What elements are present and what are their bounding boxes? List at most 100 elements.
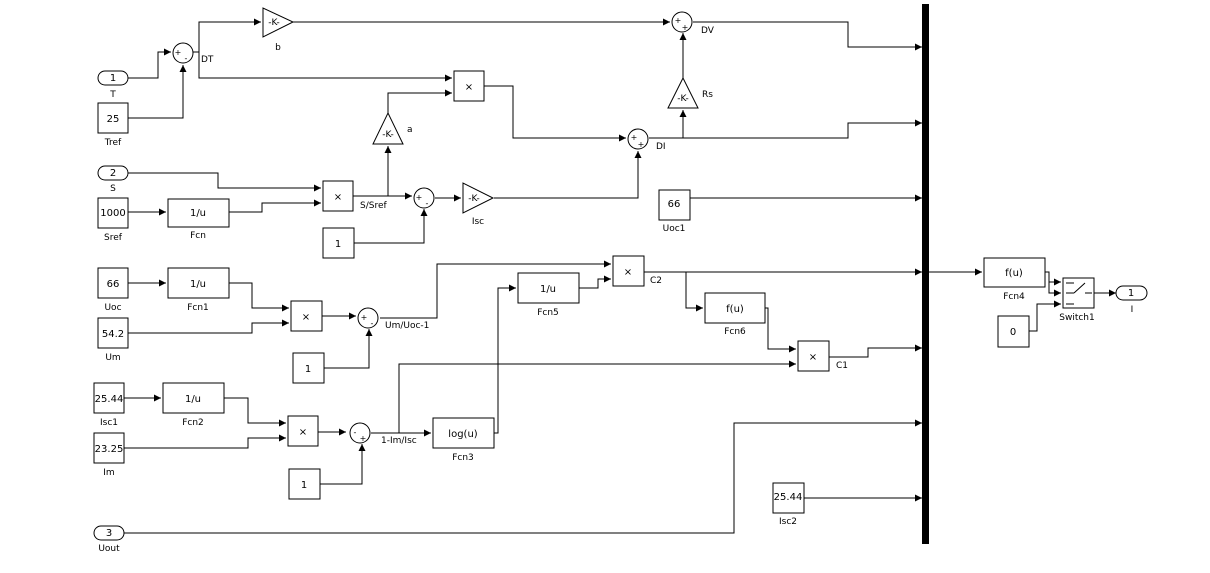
constant-sref-value: 1000 (100, 208, 125, 219)
constant-im-label: Im (103, 468, 114, 478)
constant-one-3-value: 1 (301, 480, 307, 491)
constant-uoc[interactable]: 66 Uoc (97, 267, 129, 313)
switch1-block[interactable]: Switch1 (1059, 277, 1095, 323)
fcn2-label: Fcn2 (182, 418, 204, 428)
gain-isc-symbol: -K- (468, 194, 479, 204)
constant-isc1[interactable]: 25.44 Isc1 (93, 382, 125, 428)
gain-rs-label: Rs (702, 90, 713, 100)
product-block-c1[interactable]: × (797, 340, 830, 372)
signal-label-c1: C1 (836, 361, 848, 371)
signal-label-s-sref: S/Sref (360, 201, 387, 211)
sum-dv-plus-2: + (682, 23, 689, 32)
fcn5-label: Fcn5 (537, 308, 559, 318)
fcn-block[interactable]: 1/u Fcn (167, 198, 230, 241)
product-block-1[interactable]: × (453, 70, 485, 102)
constant-one-1[interactable]: 1 (322, 227, 355, 259)
fcn4-block[interactable]: f(u) Fcn4 (983, 257, 1046, 302)
sum-di[interactable]: + + (627, 128, 649, 150)
sum-im-minus: - (354, 428, 357, 437)
fcn4-label: Fcn4 (1003, 292, 1025, 302)
constant-zero[interactable]: 0 (997, 315, 1030, 348)
gain-rs[interactable]: -K- Rs (667, 76, 713, 109)
signal-label-c2: C2 (650, 276, 662, 286)
switch1-label: Switch1 (1059, 313, 1094, 323)
sum-di-plus-2: + (638, 140, 645, 149)
sum-s-sref[interactable]: + - (413, 187, 435, 209)
constant-isc2-value: 25.44 (774, 492, 803, 503)
sum-im-plus: + (360, 434, 367, 443)
sum-dv-plus-1: + (675, 16, 682, 25)
sum-dt-plus: + (175, 48, 182, 57)
product-3-symbol: × (302, 312, 310, 323)
fcn2-block[interactable]: 1/u Fcn2 (162, 382, 225, 428)
constant-uoc1[interactable]: 66 Uoc1 (658, 189, 691, 234)
constant-um[interactable]: 54.2 Um (97, 317, 129, 363)
constant-um-value: 54.2 (102, 329, 124, 340)
gain-isc-label: Isc (472, 217, 484, 227)
gain-isc[interactable]: -K- Isc (462, 182, 495, 227)
fcn3-block[interactable]: log(u) Fcn3 (432, 417, 495, 463)
sum-s-minus: - (426, 199, 429, 208)
fcn6-label: Fcn6 (724, 327, 746, 337)
mux-bus-bar[interactable] (922, 4, 929, 544)
constant-one-2[interactable]: 1 (292, 352, 325, 384)
constant-isc2[interactable]: 25.44 Isc2 (772, 482, 805, 527)
fcn6-expr: f(u) (726, 304, 744, 315)
constant-sref[interactable]: 1000 Sref (97, 197, 129, 243)
fcn4-expr: f(u) (1005, 268, 1023, 279)
gain-a-symbol: -K- (382, 130, 393, 140)
outport-i[interactable]: 1 I (1115, 285, 1148, 315)
inport-uout-label: Uout (98, 544, 120, 554)
constant-one-1-value: 1 (335, 239, 341, 250)
constant-tref-label: Tref (104, 138, 122, 148)
product-block-s-sref[interactable]: × (322, 180, 354, 212)
sum-dt-minus: - (185, 54, 188, 63)
fcn2-expr: 1/u (185, 394, 201, 405)
product-block-im-isc[interactable]: × (287, 415, 319, 447)
product-1-symbol: × (465, 82, 473, 93)
fcn5-expr: 1/u (540, 284, 556, 295)
product-c2-symbol: × (624, 267, 632, 278)
gain-a[interactable]: -K- a (372, 111, 413, 145)
constant-one-2-value: 1 (305, 364, 311, 375)
constant-uoc-value: 66 (107, 279, 120, 290)
inport-t[interactable]: 1 T (97, 70, 129, 100)
gain-b[interactable]: -K- b (262, 7, 295, 53)
product-block-um-uoc[interactable]: × (290, 300, 323, 332)
signal-label-di: DI (656, 142, 666, 152)
signal-label-dv: DV (701, 26, 715, 36)
constant-uoc-label: Uoc (104, 303, 121, 313)
fcn1-block[interactable]: 1/u Fcn1 (167, 267, 230, 313)
sum-dv[interactable]: + + (671, 11, 693, 33)
product-2-symbol: × (334, 192, 342, 203)
gain-a-label: a (407, 125, 413, 135)
constant-isc2-label: Isc2 (779, 517, 797, 527)
inport-s-number: 2 (110, 168, 116, 179)
inport-s[interactable]: 2 S (97, 165, 129, 194)
product-c1-symbol: × (809, 352, 817, 363)
outport-i-number: 1 (1128, 288, 1134, 299)
fcn1-expr: 1/u (190, 279, 206, 290)
fcn-label: Fcn (190, 231, 206, 241)
sum-dt[interactable]: + - (172, 42, 194, 64)
sum-im-isc[interactable]: - + (349, 422, 371, 444)
product-4-symbol: × (299, 427, 307, 438)
constant-one-3[interactable]: 1 (288, 468, 321, 500)
signal-label-um-uoc: Um/Uoc-1 (385, 321, 429, 331)
constant-tref[interactable]: 25 Tref (97, 102, 129, 148)
constant-sref-label: Sref (104, 233, 123, 243)
signal-label-dt: DT (201, 55, 214, 65)
sum-um-uoc[interactable]: + - (357, 307, 379, 329)
constant-tref-value: 25 (107, 114, 120, 125)
fcn6-block[interactable]: f(u) Fcn6 (704, 292, 766, 337)
fcn3-label: Fcn3 (452, 453, 474, 463)
product-block-c2[interactable]: × (612, 255, 645, 287)
fcn5-block[interactable]: 1/u Fcn5 (517, 272, 580, 318)
constant-im[interactable]: 23.25 Im (93, 432, 125, 478)
sum-um-minus: - (371, 319, 374, 328)
signal-label-im-isc: 1-Im/Isc (381, 436, 417, 446)
outport-i-label: I (1131, 305, 1134, 315)
inport-uout[interactable]: 3 Uout (93, 525, 125, 554)
constant-isc1-value: 25.44 (95, 394, 124, 405)
constant-uoc1-label: Uoc1 (663, 224, 686, 234)
